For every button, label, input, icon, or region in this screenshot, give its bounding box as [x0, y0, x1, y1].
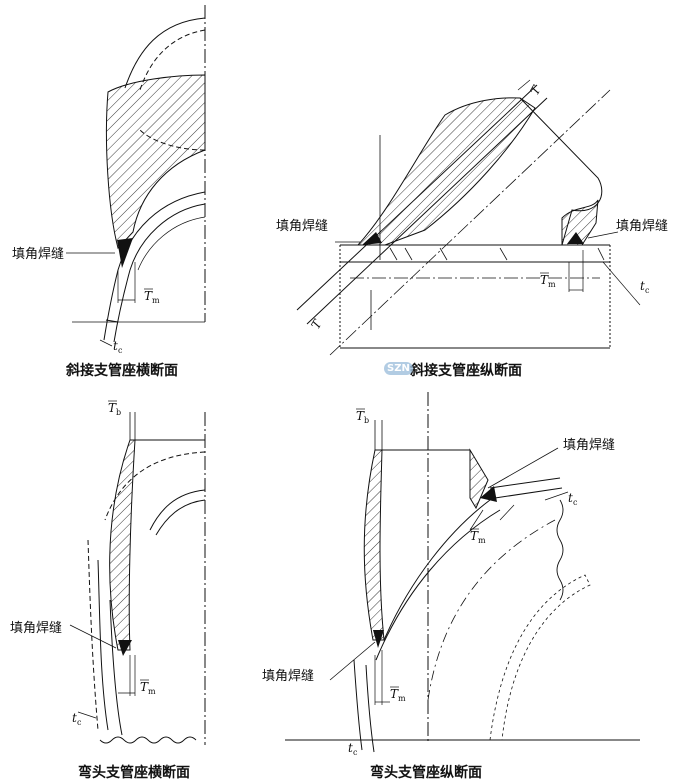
svg-text:T: T	[144, 289, 153, 303]
svg-text:T: T	[540, 273, 549, 287]
tc-label-2: t c	[640, 279, 650, 295]
svg-text:t: t	[72, 711, 77, 725]
tm-label-3: T m	[140, 679, 156, 696]
pipe-wall-mid	[137, 216, 206, 271]
pipe-wall-outer	[97, 559, 109, 731]
weld-label-3: 填角焊缝	[10, 620, 62, 636]
elbow-arc-dashed	[427, 519, 556, 701]
dashed-pipe	[87, 539, 99, 731]
tc-label-3: t c	[72, 711, 82, 727]
watermark-logo: SZN	[384, 362, 413, 375]
svg-text:m: m	[148, 687, 156, 696]
tm-label-2: T m	[540, 272, 556, 289]
elbow-arc-inner	[375, 509, 501, 661]
fillet-weld-left-mark	[362, 232, 382, 245]
svg-text:t: t	[113, 339, 118, 353]
branch-wall-lower	[306, 97, 548, 325]
tb-label-4: T b	[356, 408, 369, 425]
tc-label-4-right: t c	[568, 491, 578, 507]
inner-curve-dashed	[139, 129, 206, 151]
svg-text:b: b	[364, 416, 369, 425]
svg-text:c: c	[573, 498, 578, 507]
hatched-body-left	[363, 449, 385, 641]
weld-label-4-right: 填角焊缝	[563, 437, 615, 453]
svg-text:c: c	[645, 286, 650, 295]
svg-text:m: m	[152, 296, 160, 305]
svg-text:T: T	[308, 317, 325, 332]
weld-label-2-left: 填角焊缝	[276, 218, 328, 234]
svg-text:T: T	[108, 401, 117, 415]
svg-text:m: m	[548, 280, 556, 289]
panel-elbow-cross-section	[69, 412, 206, 745]
svg-text:T: T	[527, 83, 544, 98]
svg-text:c: c	[353, 748, 358, 757]
svg-text:b: b	[116, 408, 121, 417]
weld-label-4-left: 填角焊缝	[262, 668, 314, 684]
wavy-bottom	[99, 736, 197, 744]
tb-label-3: T b	[108, 400, 121, 417]
outer-dome	[124, 17, 206, 89]
caption-elbow-longitudinal: 弯头支管座纵断面	[370, 765, 482, 781]
weld-label-2-right: 填角焊缝	[616, 218, 668, 234]
hatched-body-right	[561, 199, 599, 246]
caption-miter-cross: 斜接支管座横断面	[66, 363, 178, 379]
svg-text:t: t	[640, 279, 645, 293]
svg-text:T: T	[140, 680, 149, 694]
svg-text:m: m	[398, 694, 406, 703]
weld-label-1: 填角焊缝	[12, 246, 64, 262]
svg-text:T: T	[356, 409, 365, 423]
hatched-body	[109, 439, 136, 651]
tm-label-2-diag: T	[308, 317, 325, 332]
branch-wall-upper	[296, 84, 538, 311]
fillet-weld-mark	[118, 640, 132, 656]
panel-elbow-longitudinal-section	[285, 392, 640, 753]
svg-text:T: T	[470, 529, 479, 543]
fillet-weld-left-mark	[373, 630, 384, 648]
panel-miter-longitudinal-section	[296, 79, 641, 356]
panel-miter-cross-section	[66, 5, 206, 347]
dashed-arc	[104, 451, 206, 521]
pipe-wall-inner	[109, 599, 123, 736]
elbow-arc-outer	[383, 499, 491, 641]
fillet-weld-right-mark	[480, 486, 497, 502]
svg-text:T: T	[390, 687, 399, 701]
hatched-body	[105, 74, 206, 250]
svg-text:c: c	[118, 346, 123, 355]
fillet-weld-right-mark	[567, 232, 584, 244]
branch-pipe	[489, 477, 563, 499]
tb-label-2: T	[527, 83, 544, 98]
svg-text:t: t	[568, 491, 573, 505]
caption-elbow-cross: 弯头支管座横断面	[78, 765, 190, 781]
tm-label-1: T m	[144, 288, 160, 305]
svg-text:m: m	[478, 536, 486, 545]
caption-miter-longitudinal: 斜接支管座纵断面	[410, 363, 522, 379]
svg-text:c: c	[77, 718, 82, 727]
hatched-body-left	[356, 97, 536, 246]
wavy-right	[556, 499, 564, 601]
inner-arc	[489, 574, 591, 741]
hatched-body-right	[469, 448, 489, 510]
fillet-weld-mark	[117, 238, 133, 268]
tc-label-1: t c	[113, 339, 123, 355]
tm-label-4-diag: T m	[470, 528, 486, 545]
pipe-wall-outer	[103, 191, 206, 341]
pipe-wall-inner	[113, 203, 206, 343]
tm-label-4: T m	[390, 686, 406, 703]
branch-centerline	[329, 89, 611, 356]
tc-label-4-left: t c	[348, 741, 358, 757]
svg-text:t: t	[348, 741, 353, 755]
